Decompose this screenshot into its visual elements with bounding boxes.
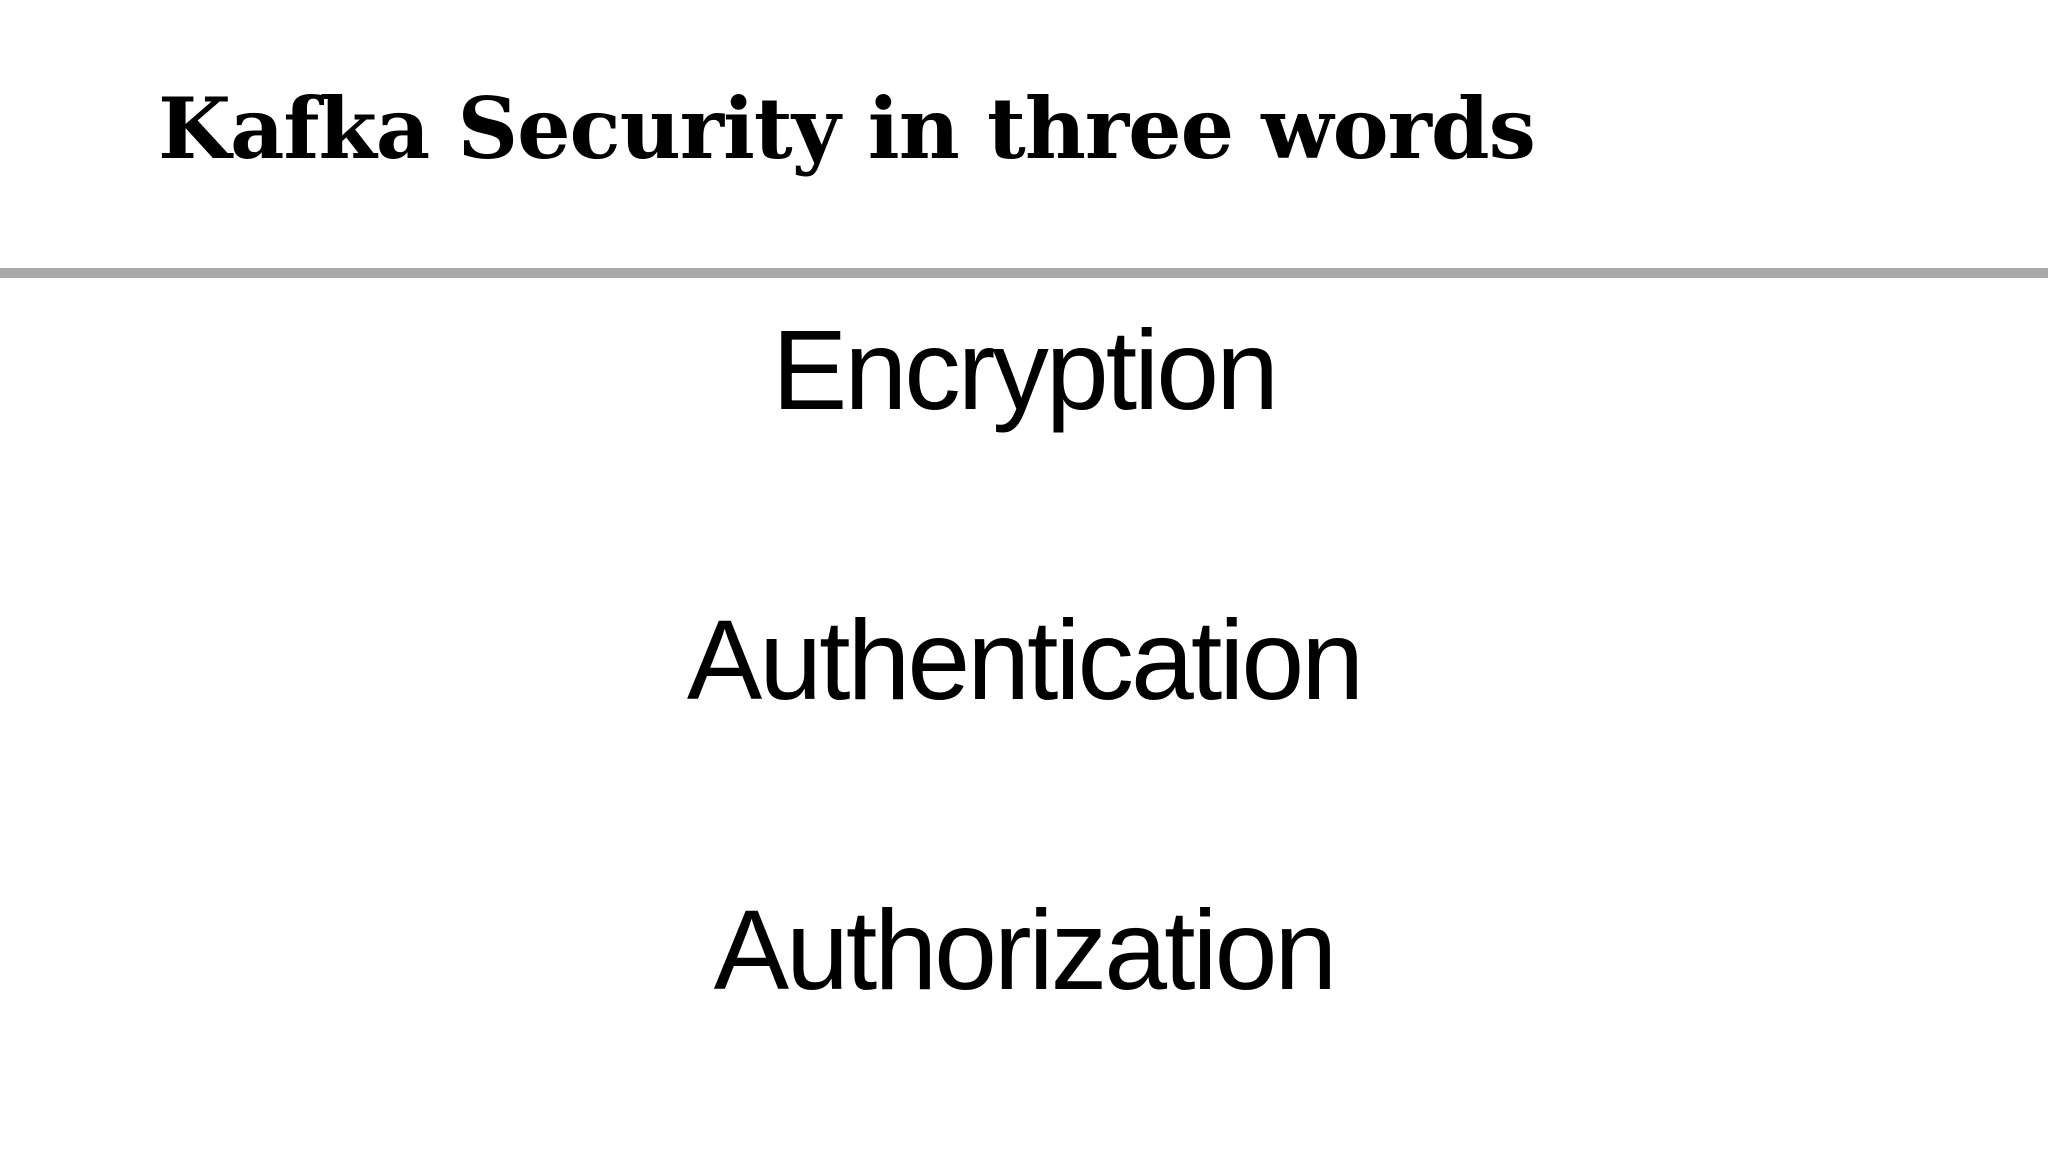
- slide-title: Kafka Security in three words: [158, 79, 1536, 178]
- keyword-authorization: Authorization: [713, 887, 1338, 1013]
- keyword-authentication: Authentication: [686, 597, 1364, 723]
- divider-line: [0, 268, 2048, 278]
- keyword-encryption: Encryption: [772, 307, 1279, 433]
